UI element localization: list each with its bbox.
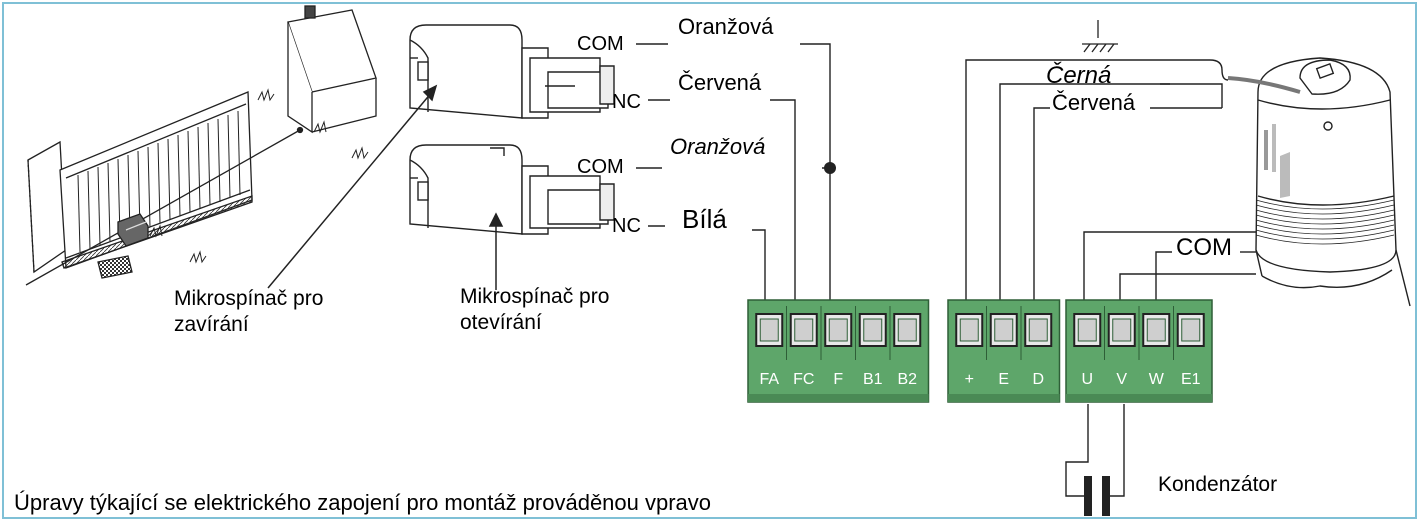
junction-dot [824,162,836,174]
terminal-label-b2: B2 [897,371,918,388]
terminal-label-v: V [1116,371,1128,388]
terminal-label-fa: FA [759,371,780,388]
terminal-screw-inner [863,318,883,342]
terminal-screw-inner [1112,318,1132,342]
wire-label-com-motor: COM [1176,234,1232,261]
terminal-screw-inner [1077,318,1097,342]
wire-label-cervena-1: Červená [678,70,762,95]
terminal-blocks [747,299,1213,403]
terminal-label-u: U [1081,371,1094,388]
motor-illustration [1255,57,1411,307]
terminal-block-1 [747,299,930,403]
diagram-frame [2,2,1417,519]
caption-closing-line2: zavírání [174,313,249,336]
terminal-label-b1: B1 [862,371,883,388]
micro-switch-bottom [409,144,615,235]
wire-label-cerna: Černá [1046,62,1112,89]
caption-opening-line2: otevírání [460,311,542,334]
terminal-screw-inner [959,318,979,342]
terminal-label-plus: + [964,371,974,388]
caption-closing-switch: Mikrospínač pro zavírání [174,286,323,338]
wire-label-bila: Bílá [682,204,727,234]
terminal-block-base [748,394,929,402]
terminal-screw-inner [828,318,848,342]
nc-top-label: NC [612,91,641,113]
com-top-label: COM [577,33,624,55]
caption-opening-line1: Mikrospínač pro [460,285,610,308]
ground-symbol [1082,20,1118,53]
nc-bottom-label: NC [612,215,641,237]
gate-illustration [25,5,377,286]
capacitor-wiring [1065,404,1125,497]
terminal-screw-inner [994,318,1014,342]
terminal-screw-inner [1181,318,1201,342]
terminal-label-f: F [833,371,844,388]
terminal-label-w: W [1148,371,1164,388]
terminal-screw-inner [794,318,814,342]
motor-cable [1227,76,1301,94]
terminal-screw-inner [897,318,917,342]
terminal-screw-inner [1028,318,1048,342]
com-bottom-label: COM [577,156,624,178]
terminal-block-base [948,394,1060,402]
terminal-label-fc: FC [793,371,815,388]
terminal-label-e: E [998,371,1010,388]
wire-label-cervena-2: Červená [1052,90,1136,115]
footer-note: Úpravy týkající se elektrického zapojení… [14,490,712,515]
caption-pointers [267,84,504,290]
terminal-label-d: D [1032,371,1045,388]
terminal-screw-inner [1146,318,1166,342]
terminal-block-3 [1065,299,1213,403]
terminal-block-base [1066,394,1212,402]
capacitor-plates [1084,476,1110,516]
terminal-block-2 [947,299,1061,403]
caption-closing-line1: Mikrospínač pro [174,287,324,310]
wire-label-oranzova-2: Oranžová [670,134,766,159]
caption-opening-switch: Mikrospínač pro otevírání [460,284,609,336]
caption-capacitor: Kondenzátor [1158,473,1278,496]
micro-switch-top [409,24,615,119]
terminal-screw-inner [759,318,779,342]
terminal-label-e1: E1 [1180,371,1201,388]
wire-label-oranzova-1: Oranžová [678,14,774,39]
motor-wires-top [965,59,1229,318]
